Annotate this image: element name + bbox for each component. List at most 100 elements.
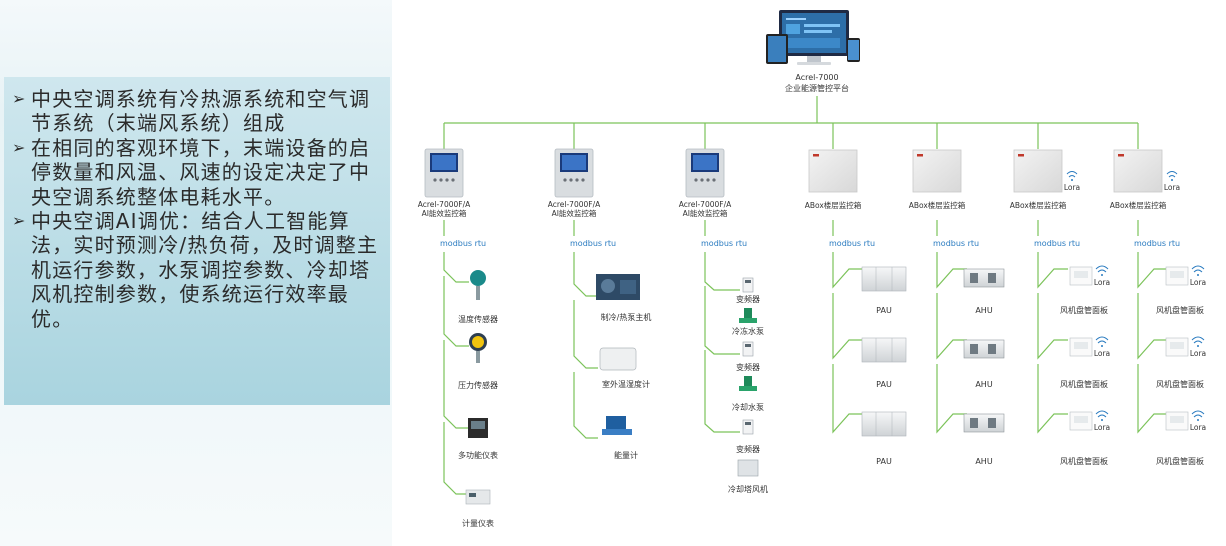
inverter-icon	[742, 419, 754, 435]
connector-line	[936, 293, 967, 360]
inverter-icon	[742, 341, 754, 357]
device-label: 冷却水泵	[732, 402, 764, 412]
device-label: 制冷/热泵主机	[601, 312, 652, 322]
wifi-icon	[1095, 265, 1109, 276]
device-label: 变频器	[736, 294, 760, 304]
device-label: AHU	[975, 380, 992, 389]
controller-name: ABox楼层监控箱	[909, 200, 966, 210]
device-label: 温度传感器	[458, 314, 498, 324]
device-label: 冷冻水泵	[732, 326, 764, 336]
heat-meter-icon	[602, 416, 632, 435]
device-label: PAU	[876, 380, 892, 389]
device-label: AHU	[975, 457, 992, 466]
wifi-icon	[1095, 410, 1109, 421]
device-label: 风机盘管面板	[1060, 456, 1108, 466]
pau-unit-icon	[861, 337, 907, 363]
lora-label: Lora	[1190, 278, 1206, 287]
ahu-unit-icon	[963, 413, 1005, 433]
abox-monitor-box-icon	[912, 149, 962, 193]
fan-coil-panel-icon	[1165, 337, 1189, 357]
controller-name: ABox楼层监控箱	[1110, 200, 1167, 210]
device-label: 多功能仪表	[458, 450, 498, 460]
protocol-label: modbus rtu	[829, 239, 875, 248]
lora-wireless-icon	[1166, 171, 1178, 181]
device-label: 能量计	[614, 450, 638, 460]
connector-line	[704, 252, 740, 291]
arrow-icon: ➢	[12, 137, 27, 157]
fan-coil-panel-icon	[1069, 411, 1093, 431]
connector-line	[704, 286, 740, 355]
controller-name: Acrel-7000F/A	[548, 200, 601, 209]
connector-line	[1037, 364, 1068, 434]
fan-coil-panel-icon	[1165, 266, 1189, 286]
protocol-label: modbus rtu	[440, 239, 486, 248]
left-panel: ➢中央空调系统有冷热源系统和空气调节系统（末端风系统）组成 ➢在相同的客观环境下…	[0, 0, 392, 546]
fan-coil-panel-icon	[1165, 411, 1189, 431]
device-label: 风机盘管面板	[1156, 379, 1204, 389]
bullet-item: ➢中央空调系统有冷热源系统和空气调节系统（末端风系统）组成	[12, 87, 371, 136]
temperature-sensor-icon	[470, 270, 486, 300]
bullet-item: ➢中央空调AI调优：结合人工智能算法，实时预测冷/热负荷，及时调整主机运行参数，…	[12, 209, 379, 331]
lora-label: Lora	[1190, 349, 1206, 358]
lora-label: Lora	[1064, 183, 1080, 192]
connector-line	[573, 252, 598, 297]
lora-label: Lora	[1190, 423, 1206, 432]
energy-meter-icon	[465, 489, 491, 505]
connector-line	[832, 252, 863, 289]
connector-line	[704, 350, 740, 433]
fan-coil-panel-icon	[1069, 337, 1093, 357]
controller-subtitle: AI能效监控箱	[552, 208, 597, 218]
device-label: PAU	[876, 306, 892, 315]
inverter-icon	[742, 277, 754, 293]
connector-line	[832, 364, 863, 434]
connector-line	[573, 300, 598, 369]
controller-name: Acrel-7000F/A	[679, 200, 732, 209]
water-pump-icon	[739, 376, 757, 391]
platform-subtitle: 企业能源管控平台	[785, 83, 849, 93]
description-box: ➢中央空调系统有冷热源系统和空气调节系统（末端风系统）组成 ➢在相同的客观环境下…	[4, 77, 390, 405]
wifi-icon	[1191, 265, 1205, 276]
platform-icon	[766, 10, 860, 65]
lora-label: Lora	[1094, 349, 1110, 358]
arrow-icon: ➢	[12, 89, 27, 108]
ai-monitor-box-icon	[685, 148, 725, 198]
connector-line	[1037, 293, 1068, 360]
lora-label: Lora	[1094, 278, 1110, 287]
controller-subtitle: AI能效监控箱	[683, 208, 728, 218]
connector-line	[443, 422, 469, 495]
connector-line	[1137, 364, 1168, 434]
device-label: 冷却塔风机	[728, 484, 768, 494]
device-label: 计量仪表	[462, 518, 494, 528]
abox-monitor-box-icon	[808, 149, 858, 193]
lora-label: Lora	[1094, 423, 1110, 432]
fan-coil-panel-icon	[1069, 266, 1093, 286]
device-label: 变频器	[736, 362, 760, 372]
device-label: 风机盘管面板	[1060, 379, 1108, 389]
connector-line	[1137, 293, 1168, 360]
device-label: 变频器	[736, 444, 760, 454]
controller-name: ABox楼层监控箱	[805, 200, 862, 210]
wifi-icon	[1191, 336, 1205, 347]
device-label: 风机盘管面板	[1156, 456, 1204, 466]
connector-line	[443, 340, 469, 429]
bullet-item: ➢在相同的客观环境下，末端设备的启停数量和风温、风速的设定决定了中央空调系统整体…	[12, 135, 371, 209]
lora-wireless-icon	[1066, 171, 1078, 181]
pau-unit-icon	[861, 411, 907, 437]
connector-line	[443, 252, 469, 283]
wifi-icon	[1191, 410, 1205, 421]
connection-lines	[443, 96, 1168, 495]
device-label: 压力传感器	[458, 380, 498, 390]
controller-subtitle: AI能效监控箱	[422, 208, 467, 218]
water-pump-icon	[739, 308, 757, 323]
device-label: AHU	[975, 306, 992, 315]
abox-monitor-box-icon	[1013, 149, 1063, 193]
controller-name: Acrel-7000F/A	[418, 200, 471, 209]
connector-line	[573, 372, 598, 439]
ai-monitor-box-icon	[554, 148, 594, 198]
lora-label: Lora	[1164, 183, 1180, 192]
ai-monitor-box-icon	[424, 148, 464, 198]
chiller-unit-icon	[596, 274, 640, 300]
connector-line	[936, 252, 967, 289]
